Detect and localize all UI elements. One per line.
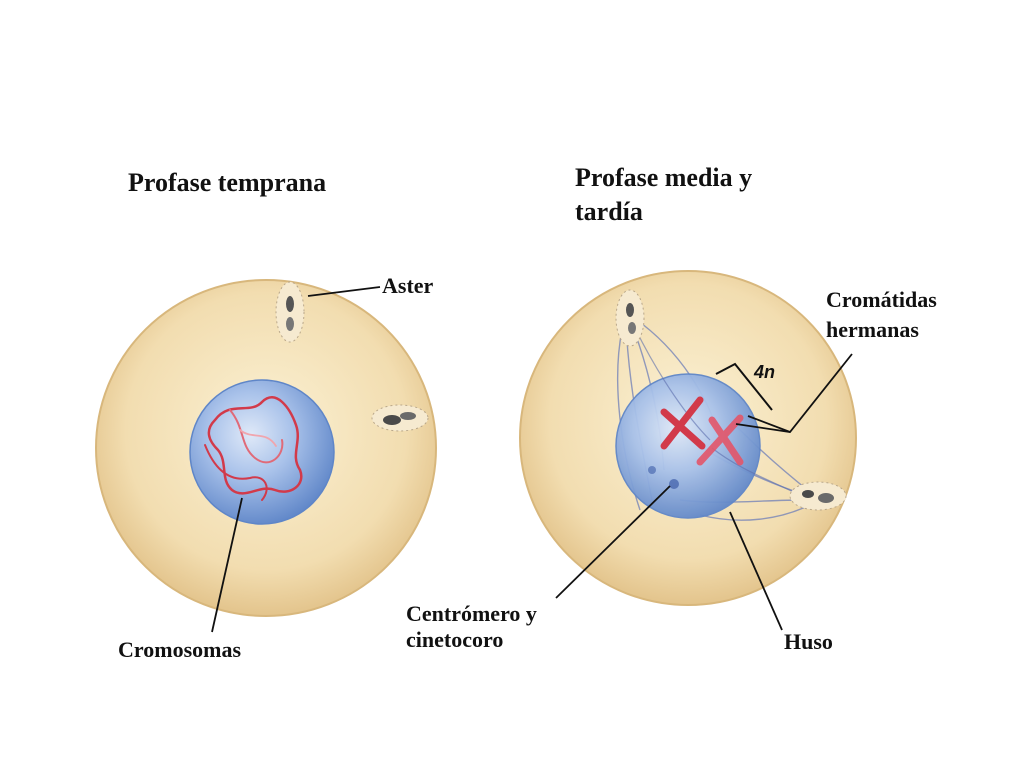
aster-pointer-line bbox=[307, 286, 381, 297]
condensed-chromosome-2 bbox=[696, 414, 744, 466]
early-chromosome-threads bbox=[204, 396, 303, 501]
kinetochore-mark bbox=[669, 479, 679, 489]
early-aster-right bbox=[371, 404, 429, 432]
early-nucleus bbox=[189, 379, 335, 525]
early-prophase-cell bbox=[95, 279, 437, 633]
chromosomes-pointer-line bbox=[211, 497, 243, 633]
late-nucleus bbox=[615, 373, 761, 519]
centromere-label-line1: Centrómero y bbox=[406, 601, 537, 626]
centromere-label-line2: cinetocoro bbox=[406, 627, 504, 652]
late-prophase-title-line1: Profase media y bbox=[575, 163, 753, 192]
early-aster-top bbox=[275, 281, 305, 343]
chromosomes-label: Cromosomas bbox=[118, 637, 242, 662]
condensed-chromosome-1 bbox=[660, 396, 706, 450]
centromere-pointer-line bbox=[555, 485, 671, 599]
early-prophase-title: Profase temprana bbox=[128, 168, 327, 197]
spindle-pointer-line bbox=[729, 511, 783, 631]
kinetochore-mark-2 bbox=[648, 466, 656, 474]
late-aster-right bbox=[789, 481, 847, 511]
sister-chromatids-label-line1: Cromátidas bbox=[826, 287, 937, 312]
late-prophase-title-line2: tardía bbox=[575, 197, 643, 226]
chromatids-pointer-line-2 bbox=[747, 415, 791, 433]
spindle-label: Huso bbox=[784, 629, 833, 654]
sister-chromatids-label-line2: hermanas bbox=[826, 317, 919, 342]
late-prophase-cell bbox=[519, 270, 857, 631]
aster-label: Aster bbox=[382, 273, 434, 298]
late-aster-top bbox=[615, 289, 645, 347]
ploidy-label: 4n bbox=[754, 362, 776, 382]
ploidy-bracket bbox=[715, 362, 773, 411]
